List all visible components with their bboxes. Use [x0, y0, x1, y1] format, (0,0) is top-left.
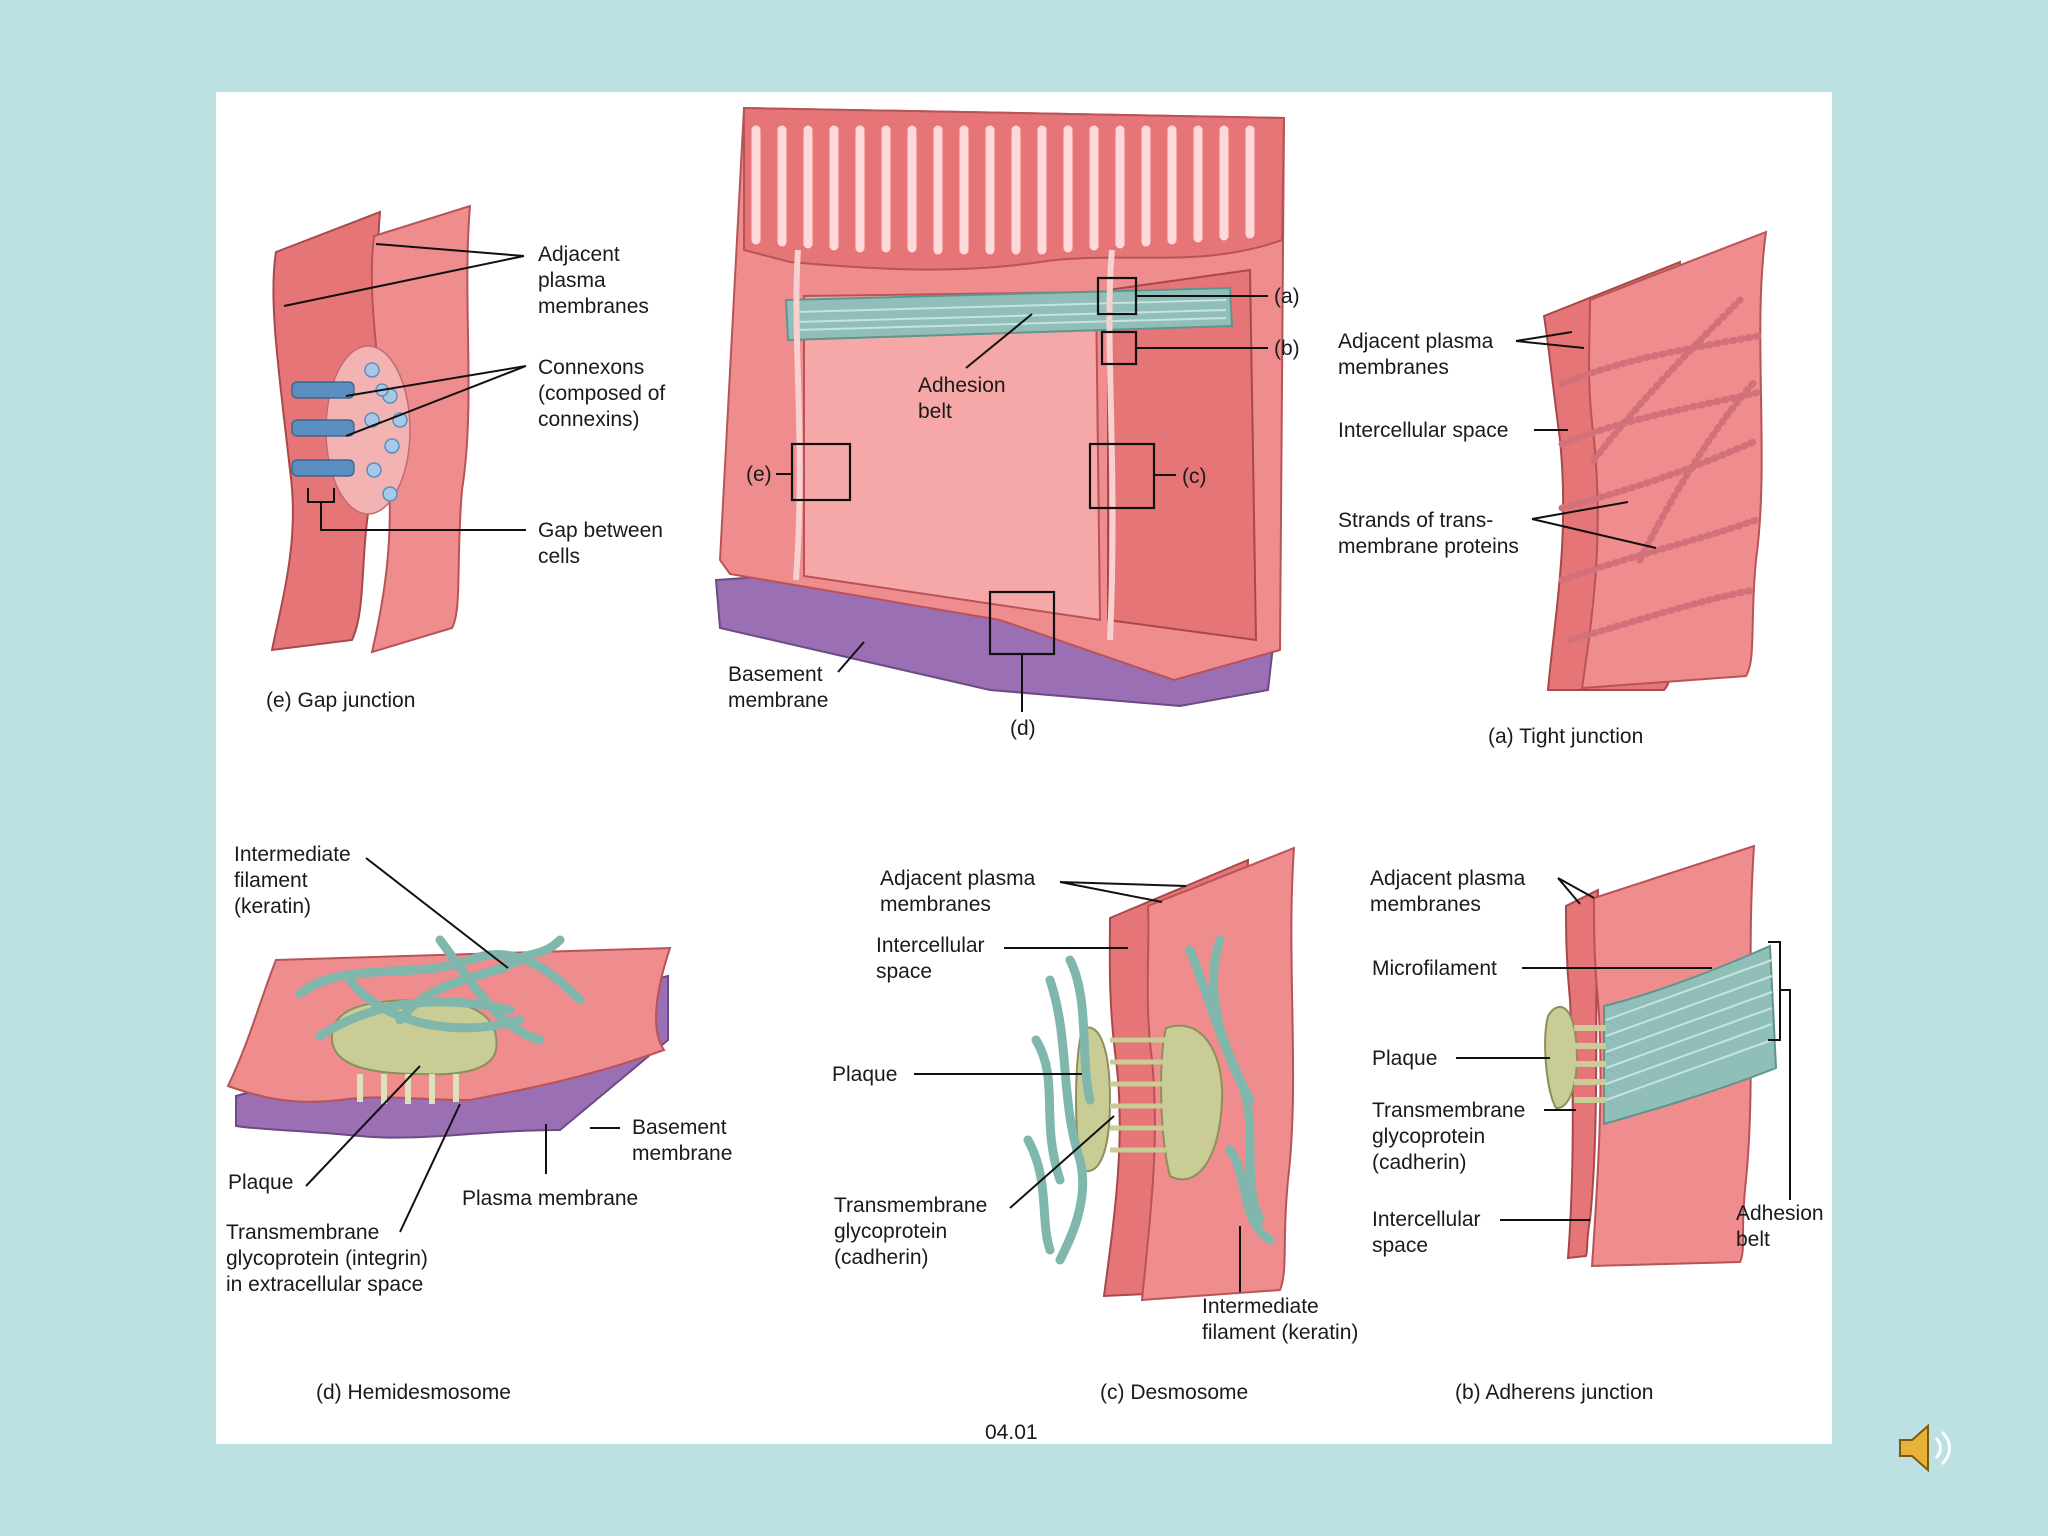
callout-e-label: (e) [746, 463, 772, 486]
hemi-plaque-label: Plaque [228, 1171, 293, 1194]
callout-box-e [790, 442, 852, 502]
hemi-basement-label: Basement membrane [632, 1116, 732, 1165]
adherens-junction-panel: Adjacent plasma membranes Microfilament … [1370, 844, 1829, 1404]
adherens-junction-illustration [1544, 844, 1778, 1268]
connexons-label: Connexons (composed of connexins) [538, 356, 671, 431]
desmo-filament-label: Intermediate filament (keratin) [1202, 1295, 1358, 1344]
tight-junction-panel: Adjacent plasma membranes Intercellular … [1338, 230, 1768, 748]
microfilament-label: Microfilament [1372, 957, 1497, 980]
basement-membrane-label: Basement membrane [728, 663, 828, 712]
desmo-glyco-label: Transmembrane glycoprotein (cadherin) [834, 1194, 993, 1269]
figure-id: 04.01 [985, 1421, 1038, 1444]
desmo-plaque-label: Plaque [832, 1063, 897, 1086]
hemidesmosome-panel: Intermediate filament (keratin) Basement… [226, 843, 732, 1404]
desmo-space-label: Intercellular space [876, 934, 990, 983]
desmosome-illustration [1023, 846, 1296, 1302]
adhesion-belt-label: Adhesion belt [918, 374, 1011, 423]
callout-d-label: (d) [1010, 717, 1036, 740]
desmosome-caption: (c) Desmosome [1100, 1381, 1248, 1404]
epithelium-illustration [714, 106, 1286, 708]
adherens-space-label: Intercellular space [1372, 1208, 1486, 1257]
desmosome-panel: Adjacent plasma membranes Intercellular … [832, 846, 1358, 1404]
tight-space-label: Intercellular space [1338, 419, 1508, 442]
gap-junction-panel: Adjacent plasma membranes Connexons (com… [266, 204, 671, 712]
gap-between-cells-label: Gap between cells [538, 519, 669, 568]
hemidesmosome-illustration [226, 935, 672, 1139]
adherens-plaque-label: Plaque [1372, 1047, 1437, 1070]
epithelium-overview-panel: (a) (b) (c) (d) (e) Adhesion belt Baseme… [714, 106, 1300, 740]
adherens-membranes-label: Adjacent plasma membranes [1370, 867, 1531, 916]
strands-label: Strands of trans- membrane proteins [1338, 509, 1519, 558]
gap-membranes-label: Adjacent plasma membranes [538, 243, 649, 318]
callout-b-label: (b) [1274, 337, 1300, 360]
gap-junction-illustration [270, 204, 472, 654]
tight-junction-illustration [1542, 230, 1768, 691]
hemi-filament-label: Intermediate filament (keratin) [234, 843, 357, 918]
tight-junction-caption: (a) Tight junction [1488, 725, 1643, 748]
desmo-membranes-label: Adjacent plasma membranes [880, 867, 1041, 916]
adherens-belt-label: Adhesion belt [1736, 1202, 1829, 1251]
callout-c-label: (c) [1182, 465, 1207, 488]
speaker-icon[interactable] [1892, 1416, 1956, 1480]
hemidesmosome-caption: (d) Hemidesmosome [316, 1381, 511, 1404]
tight-membranes-label: Adjacent plasma membranes [1338, 330, 1499, 379]
adherens-glyco-label: Transmembrane glycoprotein (cadherin) [1372, 1099, 1531, 1174]
adherens-junction-caption: (b) Adherens junction [1455, 1381, 1653, 1404]
hemi-glyco-label: Transmembrane glycoprotein (integrin) in… [226, 1221, 434, 1296]
hemi-plasma-label: Plasma membrane [462, 1187, 638, 1210]
gap-junction-caption: (e) Gap junction [266, 689, 415, 712]
callout-a-label: (a) [1274, 285, 1300, 308]
